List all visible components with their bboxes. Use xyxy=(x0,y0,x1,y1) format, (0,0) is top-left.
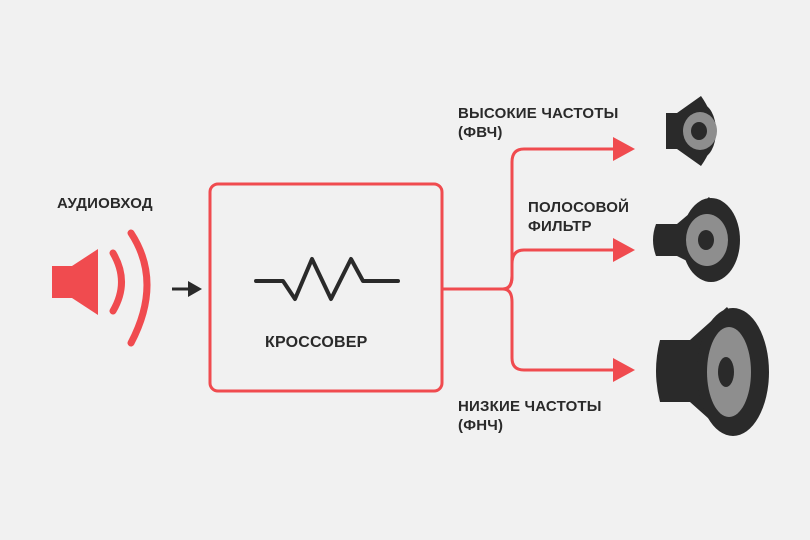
branch-mid-line xyxy=(502,248,615,291)
output-branches xyxy=(442,137,635,382)
sound-wave-inner xyxy=(109,249,125,315)
bandpass-label-line2: ФИЛЬТР xyxy=(528,218,592,235)
low-frequency-label-line1: НИЗКИЕ ЧАСТОТЫ xyxy=(458,398,602,415)
tweeter-icon xyxy=(666,96,717,166)
arrow-mid xyxy=(613,238,635,262)
high-frequency-label: ВЫСОКИЕ ЧАСТОТЫ (ФВЧ) xyxy=(458,104,619,142)
bandpass-label-line1: ПОЛОСОВОЙ xyxy=(528,199,630,216)
crossover-label: КРОССОВЕР xyxy=(265,334,368,351)
input-label: АУДИОВХОД xyxy=(57,195,153,212)
midrange-speaker-icon xyxy=(653,197,740,282)
low-frequency-label: НИЗКИЕ ЧАСТОТЫ (ФНЧ) xyxy=(458,397,602,435)
arrow-high xyxy=(613,137,635,161)
low-frequency-label-line2: (ФНЧ) xyxy=(458,417,504,434)
input-arrow xyxy=(172,281,202,297)
sound-wave-outer xyxy=(127,229,151,347)
arrow-low xyxy=(613,358,635,382)
bandpass-label: ПОЛОСОВОЙ ФИЛЬТР xyxy=(528,198,629,236)
high-frequency-label-line1: ВЫСОКИЕ ЧАСТОТЫ xyxy=(458,105,619,122)
resistor-zigzag-icon xyxy=(254,257,400,301)
branch-low-line xyxy=(502,287,615,372)
speaker-sound-icon xyxy=(52,229,151,347)
speaker-body xyxy=(52,249,98,315)
woofer-icon xyxy=(656,307,769,436)
high-frequency-label-line2: (ФВЧ) xyxy=(458,124,503,141)
